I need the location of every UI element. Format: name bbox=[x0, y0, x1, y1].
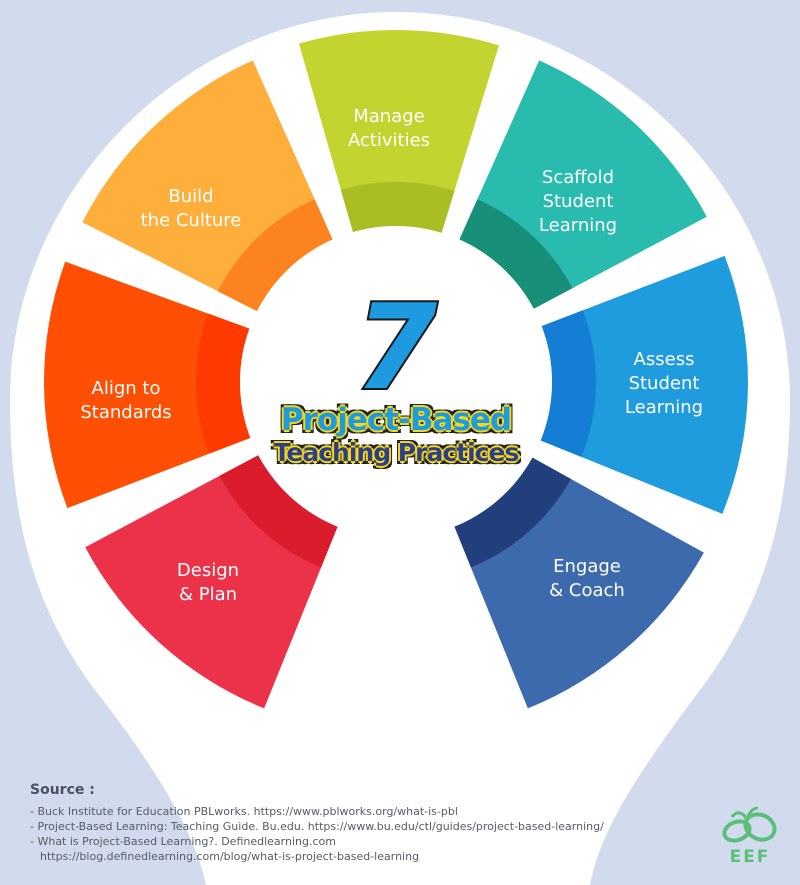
source-line: https://blog.definedlearning.com/blog/wh… bbox=[40, 850, 420, 863]
segment-inner-band bbox=[454, 457, 571, 568]
butterfly-icon bbox=[722, 806, 777, 843]
segment-label-line: Scaffold bbox=[541, 167, 615, 188]
segment-label-line: Learning bbox=[624, 397, 704, 418]
segment-label-line: Engage bbox=[553, 556, 621, 577]
segment-label-line: Standards bbox=[80, 402, 172, 423]
segment-label-line: Student bbox=[628, 373, 700, 394]
segment-label-line: & Coach bbox=[549, 580, 625, 601]
segment-inner-band bbox=[340, 182, 455, 233]
logo-text: EEF bbox=[729, 847, 771, 867]
segment bbox=[540, 255, 748, 514]
segment-inner-band bbox=[196, 313, 251, 454]
segment-label-line: & Plan bbox=[178, 584, 238, 605]
segment bbox=[43, 261, 251, 509]
segment-inner-band bbox=[459, 199, 573, 309]
segment-label: Engage & Coach bbox=[549, 555, 625, 603]
title-number: 7 bbox=[353, 278, 439, 416]
segment-label-line: Manage bbox=[353, 106, 425, 127]
title-block: 7 Project-Based Teaching Practices bbox=[273, 278, 520, 468]
segment-inner-band bbox=[540, 310, 596, 457]
segment-inner-band bbox=[219, 455, 338, 568]
source-line: - What is Project-Based Learning?. Defin… bbox=[30, 835, 336, 848]
segment-label-line: Design bbox=[176, 560, 240, 581]
source-line: - Project-Based Learning: Teaching Guide… bbox=[30, 820, 604, 833]
title-line-2: Teaching Practices bbox=[273, 438, 520, 467]
segment-label-line: the Culture bbox=[140, 210, 242, 231]
center-circle bbox=[240, 226, 552, 538]
segment-label: Build the Culture bbox=[141, 185, 242, 233]
eef-logo: EEF bbox=[718, 805, 782, 867]
segment-label-line: Student bbox=[542, 191, 614, 212]
segment-label: Design & Plan bbox=[177, 559, 239, 607]
segment-label-line: Learning bbox=[538, 215, 618, 236]
segment-label-line: Align to bbox=[91, 378, 161, 399]
segment-label-line: Assess bbox=[633, 349, 695, 370]
segment-label: Align to Standards bbox=[80, 377, 171, 425]
segment-label-line: Activities bbox=[347, 130, 431, 151]
segment bbox=[298, 30, 499, 233]
title-line-1: Project-Based bbox=[280, 402, 512, 438]
source-line: - Buck Institute for Education PBLworks.… bbox=[30, 805, 458, 818]
source-heading: Source : bbox=[30, 782, 95, 798]
source-section: Source : - Buck Institute for Education … bbox=[30, 782, 604, 864]
segment-inner-band bbox=[217, 199, 333, 312]
segment-label-line: Build bbox=[168, 186, 214, 207]
